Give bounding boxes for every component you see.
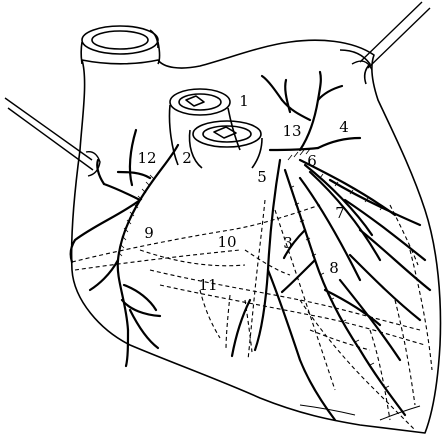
callout-4: 4	[339, 118, 349, 136]
callout-7: 7	[335, 204, 345, 222]
callout-2: 2	[182, 149, 192, 167]
callout-8: 8	[329, 259, 339, 277]
callout-3: 3	[283, 234, 293, 252]
callout-11: 11	[198, 276, 217, 294]
callout-9: 9	[144, 224, 154, 242]
callout-12: 12	[137, 149, 156, 167]
callout-1: 1	[239, 92, 249, 110]
callout-10: 10	[217, 233, 236, 251]
callout-5: 5	[257, 168, 267, 186]
support-rods	[5, 2, 430, 176]
callout-13: 13	[282, 122, 301, 140]
callout-6: 6	[307, 152, 317, 170]
